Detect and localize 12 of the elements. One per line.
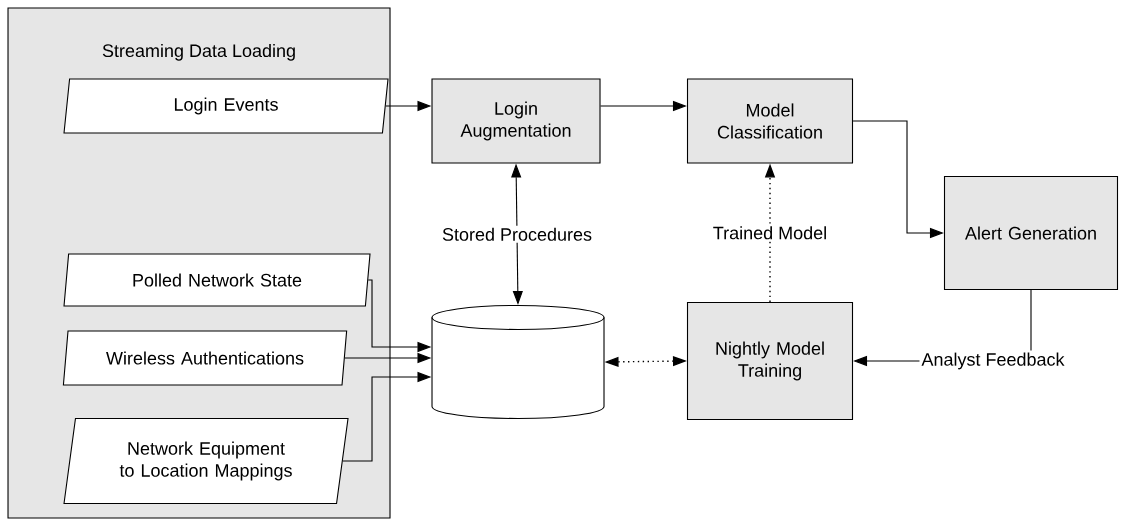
edge-label: Trained Model: [710, 224, 830, 242]
process-box: Login Augmentation: [431, 78, 601, 164]
input-parallelogram: Login Events: [63, 78, 389, 134]
input-parallelogram: Wireless Authentications: [62, 330, 348, 386]
edge-label: Stored Procedures: [439, 225, 595, 243]
input-parallelogram: Network Equipment to Location Mappings: [63, 417, 349, 505]
process-box: Model Classification: [686, 78, 854, 164]
process-box: Nightly Model Training: [686, 301, 854, 421]
edge-label: Analyst Feedback: [919, 350, 1067, 372]
process-box: Alert Generation: [943, 175, 1119, 291]
database-cylinder: [431, 304, 605, 420]
input-parallelogram: Polled Network State: [63, 253, 371, 307]
